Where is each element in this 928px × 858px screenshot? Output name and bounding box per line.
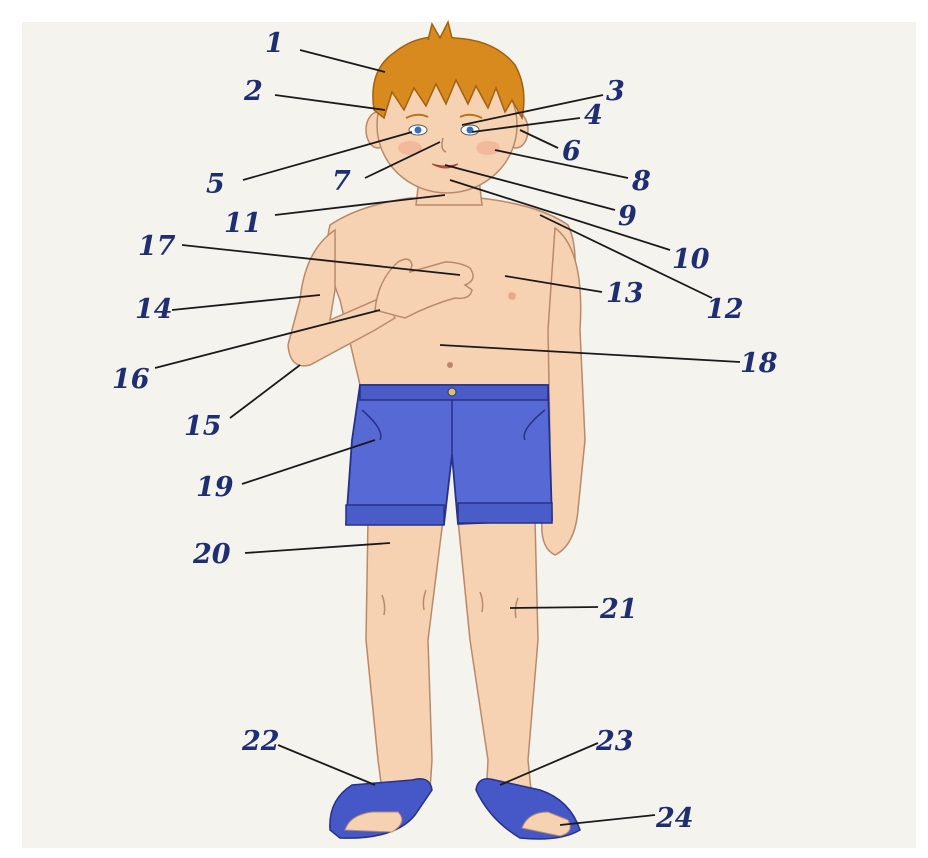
right-cuff bbox=[458, 503, 552, 523]
label-19: 19 bbox=[196, 472, 234, 503]
label-8: 8 bbox=[631, 166, 651, 197]
label-22: 22 bbox=[241, 726, 280, 757]
cheek-right bbox=[476, 141, 500, 155]
left-cuff bbox=[346, 505, 444, 525]
label-21: 21 bbox=[599, 594, 638, 625]
leader-21 bbox=[510, 607, 598, 608]
label-5: 5 bbox=[206, 169, 225, 200]
shorts-button bbox=[448, 388, 456, 396]
label-14: 14 bbox=[135, 294, 173, 325]
label-20: 20 bbox=[192, 539, 231, 570]
nipple bbox=[508, 292, 516, 300]
label-6: 6 bbox=[562, 136, 581, 167]
label-15: 15 bbox=[184, 411, 222, 442]
label-10: 10 bbox=[672, 244, 710, 275]
label-3: 3 bbox=[606, 76, 625, 107]
label-17: 17 bbox=[138, 231, 176, 262]
left-iris bbox=[415, 127, 422, 134]
label-9: 9 bbox=[618, 201, 637, 232]
label-7: 7 bbox=[332, 166, 351, 197]
label-18: 18 bbox=[740, 348, 778, 379]
label-4: 4 bbox=[584, 100, 603, 131]
label-24: 24 bbox=[655, 803, 694, 834]
label-12: 12 bbox=[706, 294, 744, 325]
label-1: 1 bbox=[265, 28, 284, 59]
label-13: 13 bbox=[606, 278, 644, 309]
label-11: 11 bbox=[224, 208, 262, 239]
navel bbox=[447, 362, 453, 368]
label-23: 23 bbox=[595, 726, 634, 757]
label-16: 16 bbox=[112, 364, 150, 395]
label-2: 2 bbox=[243, 76, 263, 107]
